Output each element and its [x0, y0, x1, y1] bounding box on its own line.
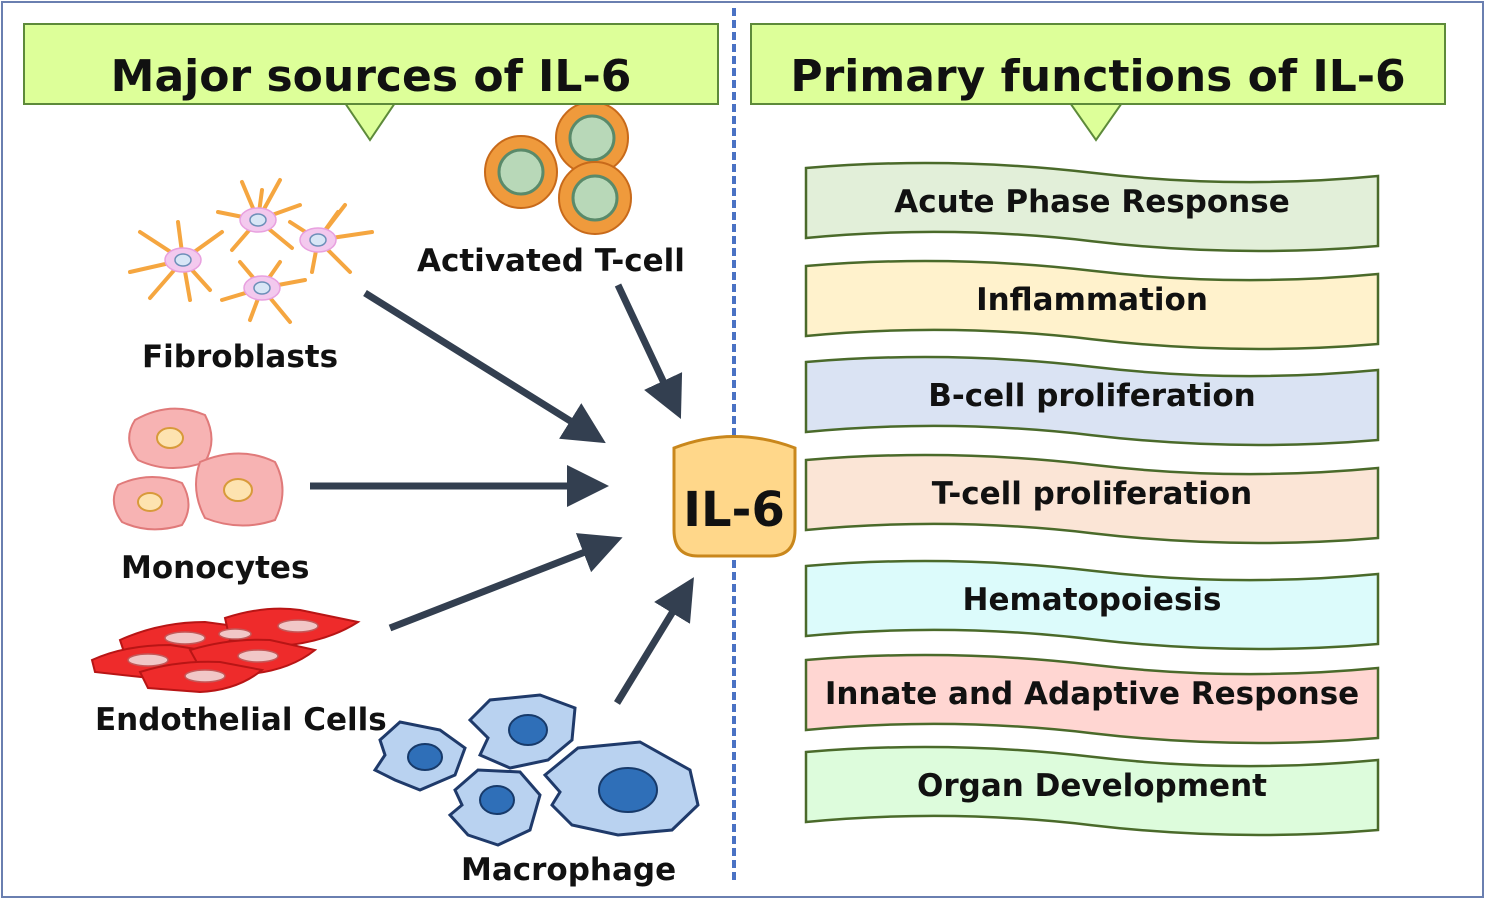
function-label: Acute Phase Response — [894, 184, 1290, 220]
il6-label: IL-6 — [683, 482, 785, 538]
label-endothelial: Endothelial Cells — [95, 702, 387, 738]
function-label: Hematopoiesis — [962, 582, 1222, 618]
left-title: Major sources of IL-6 — [110, 50, 632, 102]
function-ribbon — [804, 161, 1380, 253]
function-label: B-cell proliferation — [928, 378, 1256, 414]
function-ribbon — [804, 745, 1380, 837]
activated-tcell-illustration — [484, 101, 632, 235]
fibroblasts-illustration — [128, 178, 374, 324]
function-label: Inflammation — [976, 282, 1208, 318]
function-ribbon — [804, 559, 1380, 651]
function-label: Organ Development — [917, 768, 1267, 804]
arrow-tcell — [614, 283, 683, 420]
arrow-endothelial — [388, 533, 623, 632]
outer-frame — [1, 1, 1484, 898]
function-label: T-cell proliferation — [931, 476, 1253, 512]
label-tcell: Activated T-cell — [417, 243, 685, 279]
label-fibroblasts: Fibroblasts — [142, 339, 339, 375]
il6-cylinder — [672, 435, 797, 558]
function-ribbon — [804, 653, 1380, 745]
function-label: Innate and Adaptive Response — [824, 676, 1360, 712]
endothelial-illustration — [90, 607, 361, 694]
right-banner-down-arrow — [1066, 99, 1126, 142]
label-monocytes: Monocytes — [121, 550, 310, 586]
function-ribbon — [804, 453, 1380, 545]
function-ribbon — [804, 259, 1380, 351]
left-banner-down-arrow — [341, 99, 399, 142]
function-ribbon — [804, 355, 1380, 447]
arrow-fibroblasts — [363, 290, 606, 444]
arrow-macrophage — [614, 577, 694, 705]
monocytes-illustration — [112, 407, 284, 531]
right-title-banner: Primary functions of IL-6 — [750, 23, 1446, 105]
left-title-banner: Major sources of IL-6 — [23, 23, 719, 105]
right-title: Primary functions of IL-6 — [790, 50, 1406, 102]
function-ribbons — [804, 161, 1380, 837]
label-macrophage: Macrophage — [461, 852, 677, 888]
